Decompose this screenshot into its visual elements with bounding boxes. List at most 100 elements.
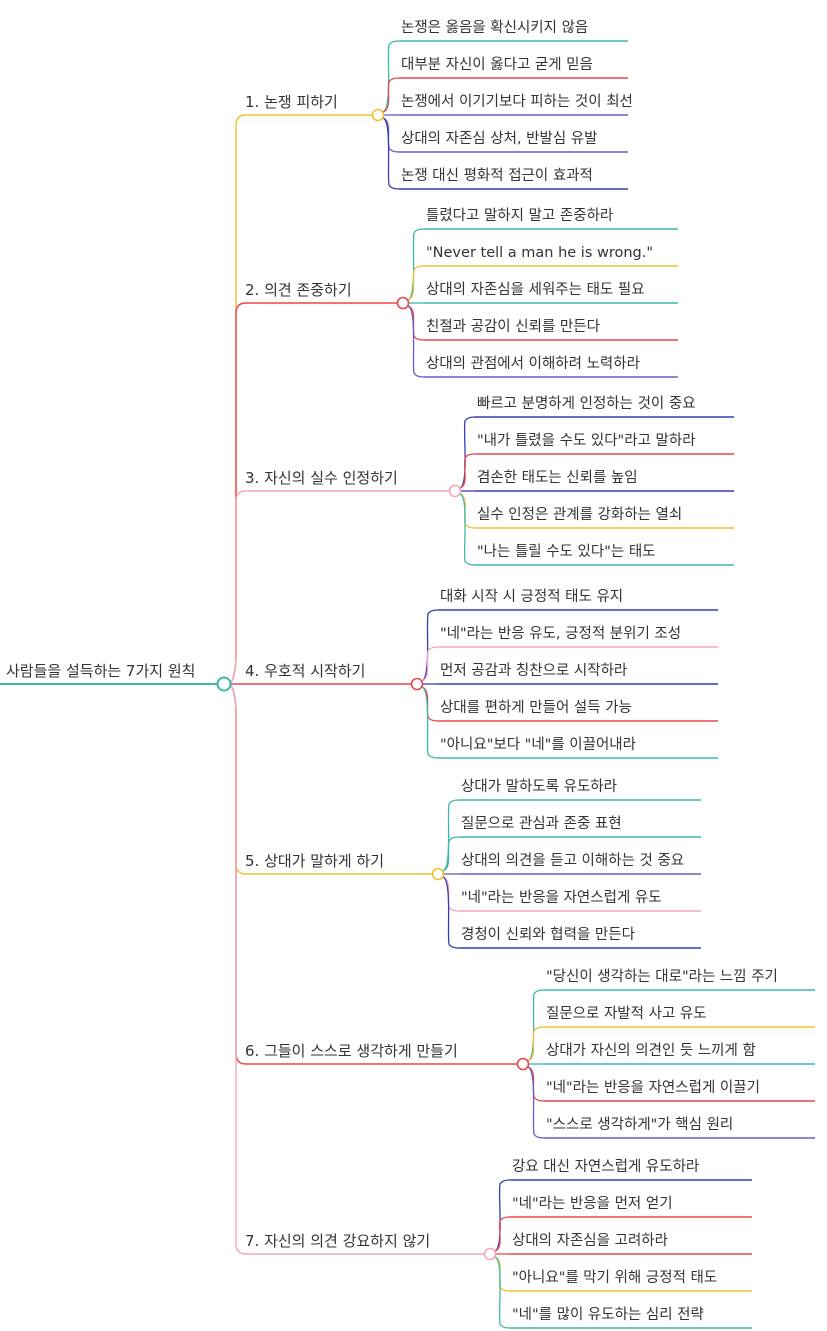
leaf-connector: [459, 416, 476, 489]
leaf-label: 상대가 말하도록 유도하라: [461, 778, 617, 795]
leaf-label: 상대의 자존심을 세워주는 태도 필요: [426, 281, 645, 298]
branch-hub-node[interactable]: [371, 108, 385, 122]
leaf-node: "당신이 생각하는 대로"라는 느낌 주기: [527, 968, 815, 1062]
leaf-label: "네"라는 반응을 먼저 얻기: [512, 1195, 673, 1212]
leaf-label: 상대를 편하게 만들어 설득 가능: [440, 699, 632, 716]
leaf-node: "Never tell a man he is wrong.": [407, 245, 678, 301]
leaf-node: 상대의 관점에서 이해하려 노력하라: [407, 305, 678, 378]
leaf-label: 논쟁에서 이기기보다 피하는 것이 최선: [401, 93, 633, 110]
leaf-label: 상대의 자존심 상처, 반발심 유발: [401, 130, 597, 147]
leaf-label: "네"라는 반응 유도, 긍정적 분위기 조성: [440, 625, 681, 642]
branch-7: 7. 자신의 의견 강요하지 않기 강요 대신 자연스럽게 유도하라 "네"라는 반…: [227, 683, 752, 1329]
leaf-node: "네"라는 반응을 먼저 얻기: [494, 1195, 752, 1252]
leaf-connector: [382, 117, 400, 190]
leaf-node: 상대의 자존심을 고려하라: [496, 1232, 752, 1255]
leaf-label: 친절과 공감이 신뢰를 만든다: [426, 318, 600, 335]
leaf-label: "당신이 생각하는 대로"라는 느낌 주기: [546, 968, 778, 985]
leaf-label: 대부분 자신이 옳다고 굳게 믿음: [401, 56, 593, 73]
branch-hub-node[interactable]: [410, 677, 424, 691]
leaf-connector: [527, 1066, 545, 1102]
leaf-label: 논쟁은 옳음을 확신시키지 않음: [401, 19, 588, 36]
leaf-connector: [421, 646, 439, 682]
leaf-connector: [382, 77, 400, 113]
branch-label: 2. 의견 존중하기: [245, 281, 352, 299]
leaf-label: 먼저 공감과 칭찬으로 시작하라: [440, 662, 627, 679]
leaf-node: "나는 틀릴 수도 있다"는 태도: [459, 493, 734, 566]
leaf-node: "아니요"를 막기 위해 긍정적 태도: [494, 1256, 752, 1292]
branch-label: 7. 자신의 의견 강요하지 않기: [245, 1232, 430, 1250]
leaf-node: 친절과 공감이 신뢰를 만든다: [407, 305, 678, 341]
leaf-label: "네"라는 반응을 자연스럽게 유도: [461, 889, 662, 906]
leaf-label: 강요 대신 자연스럽게 유도하라: [512, 1158, 699, 1175]
leaf-label: 질문으로 관심과 존중 표현: [461, 815, 622, 832]
leaf-label: 질문으로 자발적 사고 유도: [546, 1005, 707, 1022]
leaf-label: 상대가 자신의 의견인 듯 느끼게 함: [546, 1042, 756, 1059]
leaf-node: 겸손한 태도는 신뢰를 높임: [461, 469, 734, 492]
leaf-label: 겸손한 태도는 신뢰를 높임: [477, 469, 638, 486]
leaf-node: 상대를 편하게 만들어 설득 가능: [421, 686, 718, 722]
leaf-node: 상대의 의견을 듣고 이해하는 것 중요: [444, 852, 701, 875]
branch-hub-node[interactable]: [431, 867, 445, 881]
leaf-connector: [421, 686, 439, 759]
leaf-connector: [459, 453, 476, 489]
leaf-label: "아니요"를 막기 위해 긍정적 태도: [512, 1269, 717, 1286]
leaf-connector: [382, 40, 400, 113]
leaf-connector: [442, 799, 460, 872]
leaf-label: 대화 시작 시 긍정적 태도 유지: [440, 588, 623, 605]
leaf-node: 상대가 말하도록 유도하라: [442, 778, 701, 872]
leaf-node: "네"라는 반응을 자연스럽게 유도: [442, 876, 701, 912]
branch-hub-node[interactable]: [483, 1247, 497, 1261]
leaf-node: 논쟁에서 이기기보다 피하는 것이 최선: [384, 93, 633, 116]
root-label: 사람들을 설득하는 7가지 원칙: [6, 662, 195, 680]
leaf-node: 상대가 자신의 의견인 듯 느끼게 함: [529, 1042, 815, 1065]
leaf-node: 대화 시작 시 긍정적 태도 유지: [421, 588, 718, 682]
leaf-connector: [442, 876, 460, 949]
leaf-label: 실수 인정은 관계를 강화하는 열쇠: [477, 506, 682, 523]
branch-hub-node[interactable]: [396, 296, 410, 310]
leaf-label: "아니요"보다 "네"를 이끌어내라: [440, 736, 636, 753]
branch-label: 4. 우호적 시작하기: [245, 662, 365, 680]
leaf-connector: [407, 305, 425, 341]
leaf-connector: [442, 876, 460, 912]
leaf-connector: [407, 305, 425, 378]
leaf-node: "스스로 생각하게"가 핵심 원리: [527, 1066, 815, 1139]
leaf-node: "내가 틀렸을 수도 있다"라고 말하라: [459, 432, 734, 489]
leaf-node: "네"를 많이 유도하는 심리 전략: [494, 1256, 752, 1329]
leaf-node: 실수 인정은 관계를 강화하는 열쇠: [459, 493, 734, 529]
leaf-label: 빠르고 분명하게 인정하는 것이 중요: [477, 395, 696, 412]
leaf-node: "네"라는 반응 유도, 긍정적 분위기 조성: [421, 625, 718, 682]
branch-label: 1. 논쟁 피하기: [245, 93, 338, 111]
leaf-connector: [421, 686, 439, 722]
branch-4: 4. 우호적 시작하기 대화 시작 시 긍정적 태도 유지 "네"라는 반응 유도,…: [230, 588, 718, 759]
branch-hub-node[interactable]: [448, 484, 462, 498]
leaf-connector: [382, 117, 400, 153]
leaf-connector: [442, 836, 460, 872]
leaf-connector: [407, 265, 425, 301]
leaf-node: "아니요"보다 "네"를 이끌어내라: [421, 686, 718, 759]
leaf-connector: [459, 493, 476, 529]
leaf-node: 경청이 신뢰와 협력을 만든다: [442, 876, 701, 949]
leaf-label: 경청이 신뢰와 협력을 만든다: [461, 926, 635, 943]
leaf-connector: [494, 1256, 511, 1329]
leaf-connector: [494, 1216, 511, 1252]
branch-connector: [227, 114, 372, 685]
leaf-connector: [459, 493, 476, 566]
leaf-node: 대부분 자신이 옳다고 굳게 믿음: [382, 56, 628, 113]
branch-connector: [227, 683, 432, 875]
leaf-connector: [407, 228, 425, 301]
leaf-node: 논쟁 대신 평화적 접근이 효과적: [382, 117, 628, 190]
leaf-node: 논쟁은 옳음을 확신시키지 않음: [382, 19, 628, 113]
branch-label: 5. 상대가 말하게 하기: [245, 852, 384, 870]
branch-connector: [227, 490, 449, 685]
leaf-label: 틀렸다고 말하지 말고 존중하라: [426, 207, 613, 224]
branch-hub-node[interactable]: [516, 1057, 530, 1071]
root-hub-node[interactable]: [216, 676, 232, 692]
leaf-connector: [527, 1066, 545, 1139]
leaf-label: 상대의 자존심을 고려하라: [512, 1232, 668, 1249]
branch-connector: [227, 683, 484, 1255]
leaf-label: "Never tell a man he is wrong.": [426, 245, 653, 261]
